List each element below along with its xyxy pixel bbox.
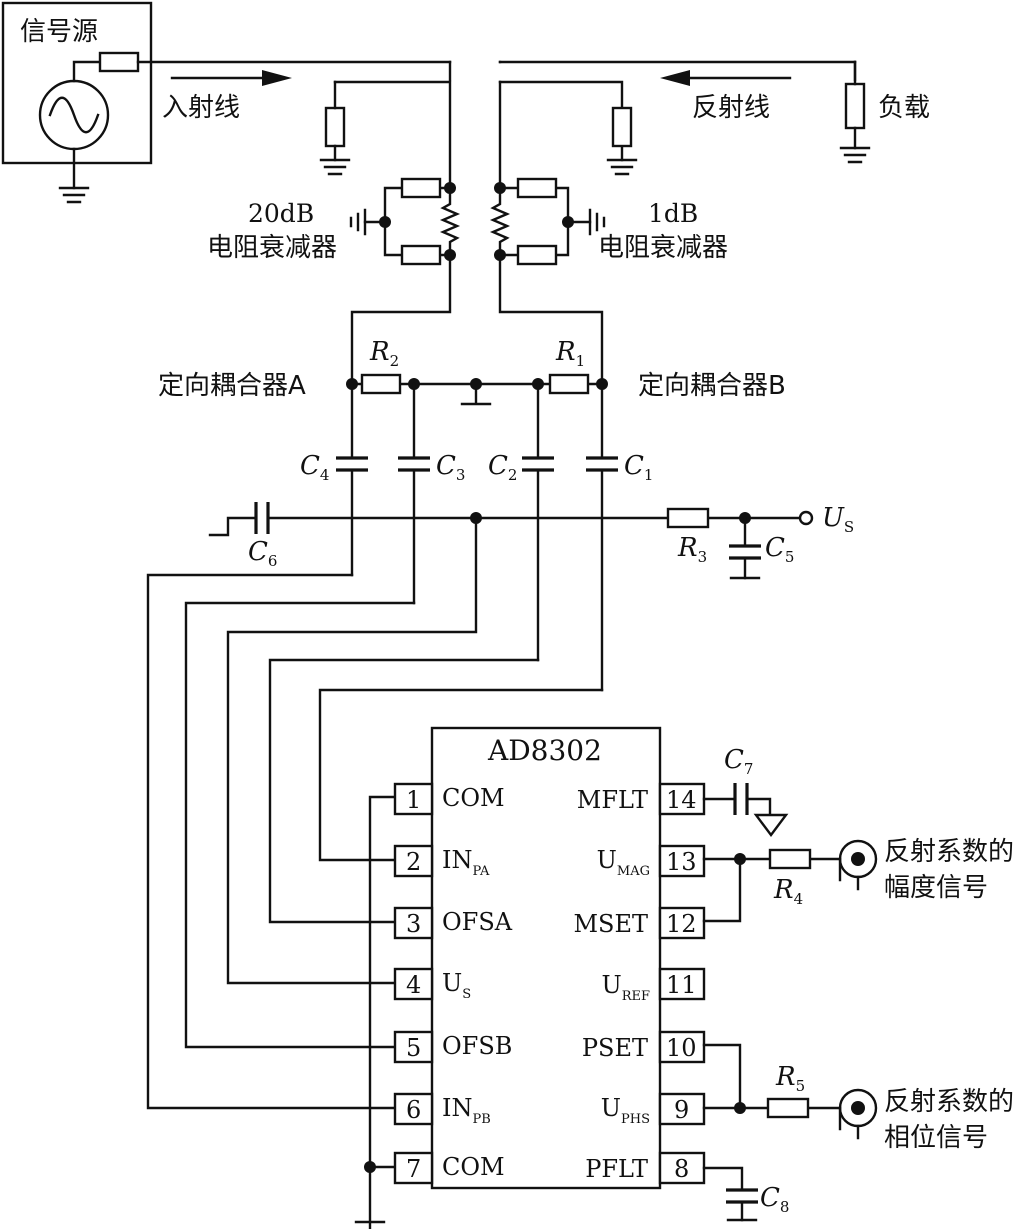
signal-source-label: 信号源 [20, 17, 98, 47]
ground-icon [606, 158, 638, 176]
capacitor-c4 [336, 456, 368, 472]
c7-label: C7 [724, 745, 753, 778]
coupler-a-label: 定向耦合器A [158, 371, 306, 401]
us-terminal [798, 510, 814, 526]
pin-11-num: 11 [666, 971, 697, 999]
pin-6-num: 6 [406, 1096, 421, 1124]
pin-9-name: UPHS [601, 1094, 650, 1127]
coupler-b-label: 定向耦合器B [638, 371, 786, 401]
us-label: US [822, 503, 854, 536]
capacitor-c5 [729, 544, 761, 560]
chip-name: AD8302 [487, 734, 602, 767]
pin-8-num: 8 [674, 1155, 689, 1183]
phs-output-label-1: 反射系数的 [884, 1087, 1014, 1117]
pin-4-num: 4 [406, 971, 421, 999]
resistor-r5 [766, 1097, 810, 1119]
c3-label: C3 [436, 451, 465, 484]
load-label: 负载 [878, 93, 930, 123]
pin-10-num: 10 [666, 1034, 697, 1062]
resistor-r4 [768, 848, 812, 870]
ground-icon [58, 186, 90, 204]
pin-13-num: 13 [666, 848, 697, 876]
capacitor-c3 [398, 456, 430, 472]
pin-6-name: INPB [442, 1094, 491, 1127]
c6-label: C6 [248, 537, 277, 570]
termination-resistor-b [611, 106, 633, 148]
sine-wave-icon [48, 96, 100, 134]
attenuator-a-value: 20dB [248, 199, 314, 228]
pin-5-name: OFSB [442, 1032, 512, 1060]
pin-10-name: PSET [582, 1034, 648, 1062]
r2-label: R2 [369, 337, 399, 370]
pin-3-num: 3 [406, 910, 421, 938]
pin-14-num: 14 [666, 786, 697, 814]
signal-source-box [1, 1, 153, 165]
incident-arrow-icon [170, 70, 292, 86]
resistor-r3 [666, 507, 710, 529]
pin-12-name: MSET [573, 910, 648, 938]
phs-output-label-2: 相位信号 [884, 1123, 988, 1153]
mag-output-label-1: 反射系数的 [884, 837, 1014, 867]
mag-output-connector-icon [838, 839, 878, 891]
pin-2-num: 2 [406, 848, 421, 876]
ground-icon [319, 158, 351, 176]
pin-3-name: OFSA [442, 908, 513, 936]
r1-label: R1 [555, 337, 585, 370]
attenuator-b-value: 1dB [648, 199, 698, 228]
pin-14-name: MFLT [577, 786, 648, 814]
c1-label: C1 [624, 451, 653, 484]
c4-label: C4 [300, 451, 329, 484]
pin-4-name: US [442, 969, 471, 1002]
pin-7-name: COM [442, 1153, 505, 1181]
mag-output-label-2: 幅度信号 [884, 873, 988, 903]
pin-11-name: UREF [601, 971, 650, 1004]
attenuator-b-name: 电阻衰减器 [598, 233, 728, 263]
pin-13-name: UMAG [597, 846, 650, 879]
incident-line-label: 入射线 [162, 93, 240, 123]
ground-icon [839, 146, 871, 164]
right-pins [658, 782, 706, 1185]
pin-5-num: 5 [406, 1034, 421, 1062]
source-resistor [98, 51, 140, 73]
reflected-line-label: 反射线 [692, 93, 770, 123]
pin-1-num: 1 [406, 786, 421, 814]
pin-9-num: 9 [674, 1096, 689, 1124]
attenuator-b [489, 177, 606, 266]
termination-resistor-a [324, 106, 346, 148]
resistor-r2 [360, 373, 402, 395]
attenuator-a-name: 电阻衰减器 [207, 233, 337, 263]
reflected-arrow-icon [660, 70, 792, 86]
ground-triangle-icon [753, 813, 789, 837]
r4-label: R4 [773, 875, 803, 908]
c8-label: C8 [760, 1183, 789, 1216]
pin-2-name: INPA [442, 846, 490, 879]
c2-label: C2 [488, 451, 517, 484]
load-resistor [844, 82, 866, 130]
ad8302-chip [430, 726, 662, 1190]
c5-label: C5 [765, 533, 794, 566]
r3-label: R3 [677, 533, 707, 566]
capacitor-c1 [586, 456, 618, 472]
pin-1-name: COM [442, 784, 505, 812]
attenuator-a [349, 177, 461, 266]
phs-output-connector-icon [838, 1088, 878, 1140]
capacitor-c6 [254, 502, 270, 534]
left-pins [393, 782, 434, 1185]
capacitor-c2 [522, 456, 554, 472]
resistor-r1 [548, 373, 590, 395]
pin-7-num: 7 [406, 1155, 421, 1183]
r5-label: R5 [775, 1062, 805, 1095]
capacitor-c8 [726, 1188, 758, 1204]
pin-12-num: 12 [666, 910, 697, 938]
pin-8-name: PFLT [585, 1155, 648, 1183]
capacitor-c7 [733, 783, 749, 815]
